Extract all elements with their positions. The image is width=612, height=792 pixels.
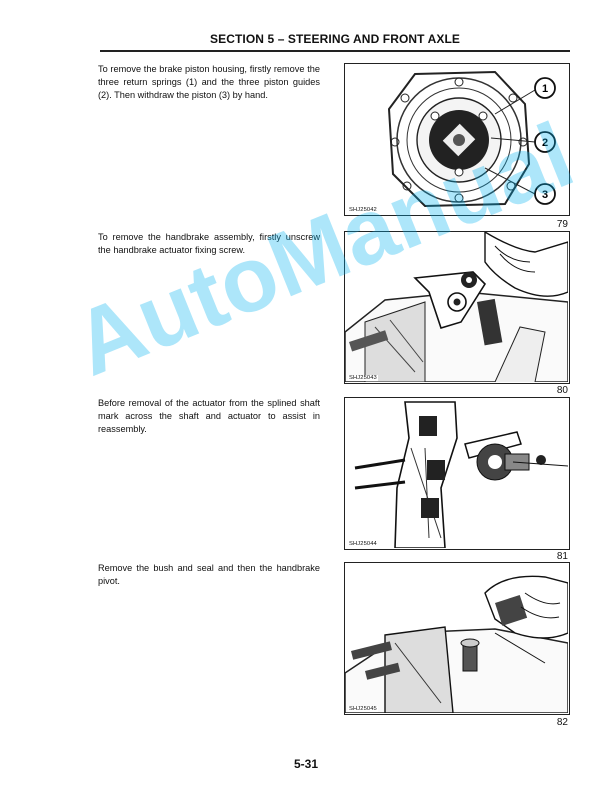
figure-80: SHJ25043 — [344, 231, 570, 384]
figure-code: SHJ25043 — [348, 375, 378, 381]
figure-code: SHJ25044 — [348, 541, 378, 547]
page-number: 5-31 — [293, 757, 319, 771]
brake-housing-illustration: 1 2 3 — [387, 70, 556, 208]
handbrake-actuator-illustration — [345, 232, 568, 382]
figure-code: SHJ25042 — [348, 207, 378, 213]
header-divider — [100, 50, 570, 52]
step-82-text: Remove the bush and seal and then the ha… — [98, 563, 320, 586]
step-79-text: To remove the brake piston housing, firs… — [98, 64, 320, 100]
callout-2-marker — [534, 131, 556, 153]
figure-number: 82 — [556, 717, 568, 728]
callout-3-label: 3 — [542, 189, 548, 201]
step-81-text: Before removal of the actuator from the … — [98, 398, 320, 434]
figure-82: SHJ25045 — [344, 562, 570, 715]
figure-81: SHJ25044 — [344, 397, 570, 550]
figure-number: 79 — [556, 219, 568, 230]
figure-79: 1 2 3 SHJ25042 — [344, 63, 570, 216]
step-80-text: To remove the handbrake assembly, firstl… — [98, 232, 320, 255]
section-header: SECTION 5 – STEERING AND FRONT AXLE — [210, 32, 460, 46]
callout-1-label: 1 — [542, 83, 548, 95]
figure-number: 80 — [556, 385, 568, 396]
figure-code: SHJ25045 — [348, 706, 378, 712]
actuator-shaft-illustration — [354, 401, 568, 548]
callout-1-marker — [534, 77, 556, 99]
figure-number: 81 — [556, 551, 568, 562]
handbrake-pivot-illustration — [345, 575, 568, 713]
callout-3-marker — [534, 183, 556, 205]
callout-2-label: 2 — [542, 137, 548, 149]
